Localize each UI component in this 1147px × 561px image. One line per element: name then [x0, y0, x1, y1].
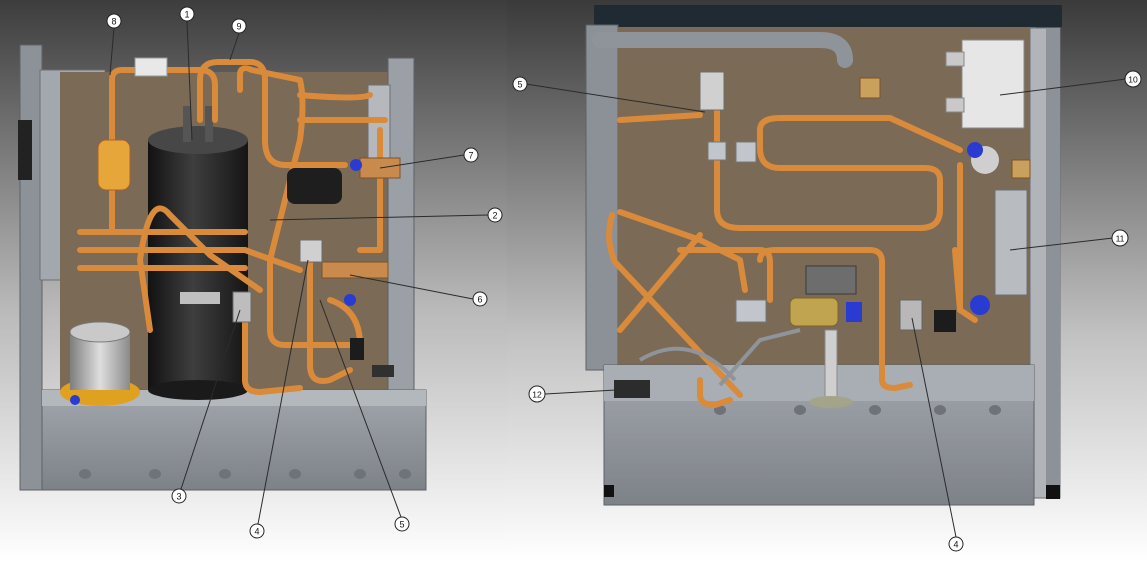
sensor-4 — [299, 239, 323, 263]
callout-label: 7 — [468, 151, 473, 161]
leader-lines-right — [525, 78, 1127, 538]
callout-label: 3 — [176, 492, 181, 502]
right-view: 5 10 11 12 4 — [507, 0, 1147, 561]
callout-label: 5 — [399, 520, 404, 530]
sensor-3 — [232, 291, 252, 323]
top-frame-bar — [594, 5, 1062, 27]
expansion-valve-lower — [321, 261, 389, 279]
callout-label: 2 — [492, 211, 497, 221]
callout-11: 11 — [1111, 229, 1129, 247]
callout-label: 1 — [184, 10, 189, 20]
callout-5: 5 — [394, 516, 410, 532]
solenoid-coil — [287, 168, 342, 204]
copper-piping-left — [77, 59, 388, 395]
clamp — [350, 338, 364, 360]
drain-fitting — [614, 380, 650, 398]
left-frame-post — [19, 44, 43, 491]
suction-line — [592, 32, 853, 68]
filter-drier — [97, 139, 131, 191]
callout-10: 10 — [1124, 70, 1142, 88]
callout-8: 8 — [106, 13, 122, 29]
callout-4-right: 4 — [948, 536, 964, 552]
left-frame-wall — [585, 24, 619, 371]
callout-3: 3 — [171, 488, 187, 504]
callout-label: 11 — [1116, 234, 1125, 244]
callout-label: 4 — [254, 527, 259, 537]
callout-label: 6 — [477, 295, 482, 305]
bracket — [994, 189, 1028, 296]
callout-label: 8 — [111, 17, 116, 27]
callout-6: 6 — [472, 291, 488, 307]
sensor-4-right — [899, 299, 923, 331]
callout-label: 4 — [953, 540, 958, 550]
callout-1: 1 — [179, 6, 195, 22]
callout-2: 2 — [487, 207, 503, 223]
callout-7: 7 — [463, 147, 479, 163]
copper-piping-right — [606, 107, 978, 408]
callout-9: 9 — [231, 18, 247, 34]
pressure-switch-top — [134, 57, 168, 77]
callout-5-right: 5 — [512, 76, 528, 92]
control-box — [945, 39, 1025, 129]
callout-label: 12 — [532, 390, 542, 400]
callout-label: 10 — [1128, 75, 1138, 85]
solenoid-valve — [805, 265, 857, 295]
callout-4: 4 — [249, 523, 265, 539]
fitting-5 — [699, 71, 725, 111]
fan-motor — [60, 321, 140, 406]
callout-label: 5 — [517, 80, 522, 90]
callout-label: 9 — [236, 22, 241, 32]
left-view: 8 1 9 7 2 6 3 4 — [0, 0, 507, 561]
leader-lines-left — [109, 20, 489, 525]
callout-12: 12 — [528, 385, 546, 403]
right-frame-post — [387, 57, 415, 409]
